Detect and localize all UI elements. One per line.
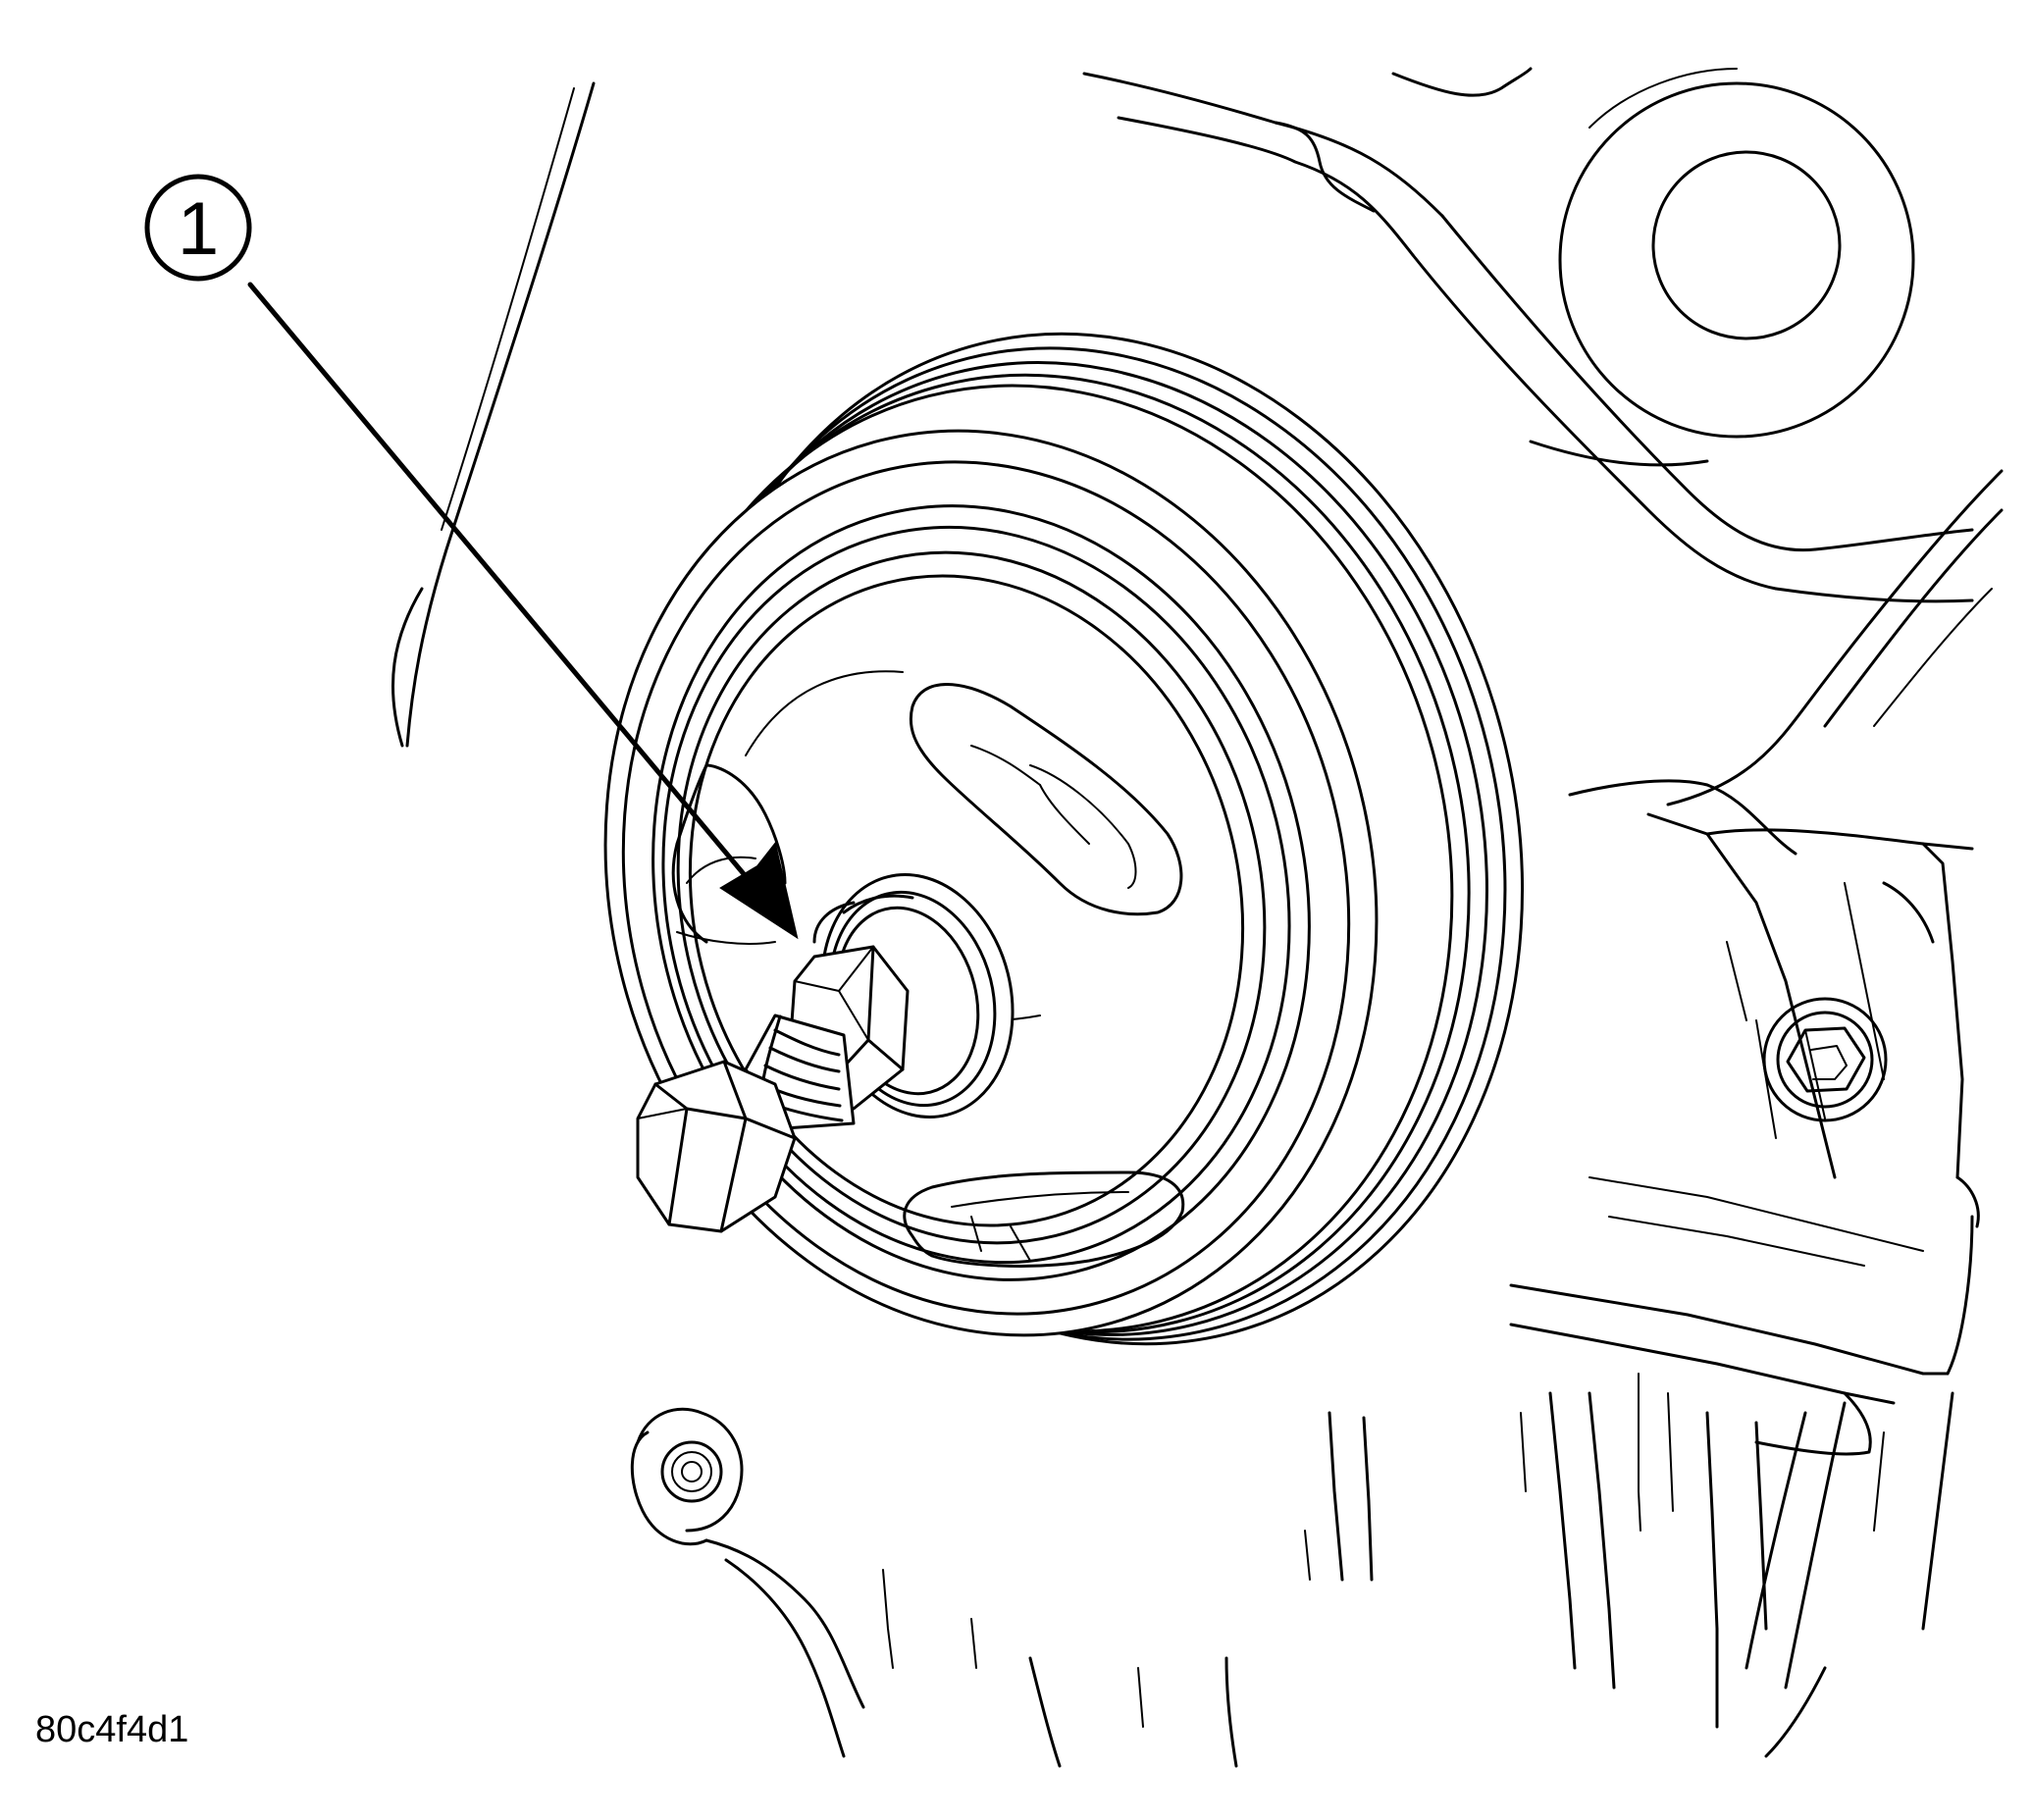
- arrowhead-icon: [721, 844, 797, 937]
- engine-block: [392, 69, 2002, 1766]
- callout-bubble: 1: [147, 177, 249, 279]
- puller-screw: [638, 855, 1037, 1231]
- callout-leader: [250, 285, 797, 937]
- callout-number: 1: [178, 187, 219, 271]
- crankshaft-damper: [511, 244, 1627, 1433]
- figure-id-label: 80c4f4d1: [35, 1709, 189, 1750]
